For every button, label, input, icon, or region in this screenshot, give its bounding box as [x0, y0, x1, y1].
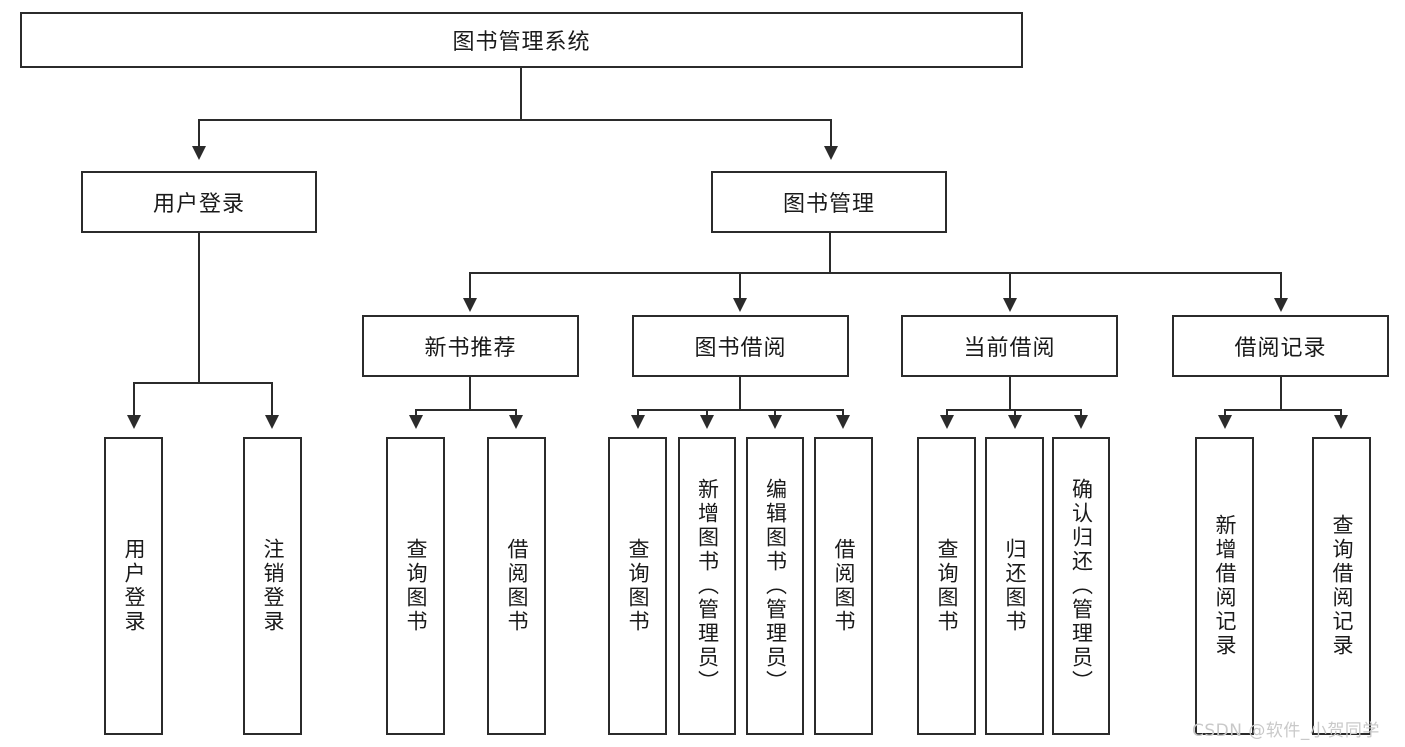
- arrowhead-leaf-confirm-return-admin: [1074, 415, 1088, 429]
- edge-to-new-book-recommend: [469, 272, 471, 300]
- node-leaf-add-book-admin[interactable]: 新增图书（管理员）: [678, 437, 736, 735]
- edge-to-book-borrow: [739, 272, 741, 300]
- edge-recommend-drop-1: [415, 409, 417, 418]
- edge-book-manage-stem: [829, 233, 831, 273]
- arrowhead-leaf-add-borrow-record: [1218, 415, 1232, 429]
- arrowhead-leaf-edit-book-admin: [768, 415, 782, 429]
- node-label: 图书管理: [782, 192, 875, 217]
- node-leaf-query-book-current[interactable]: 查询图书: [917, 437, 976, 735]
- edge-to-book-manage: [830, 119, 832, 149]
- node-label: 新增借阅记录: [1213, 514, 1237, 658]
- node-root-system[interactable]: 图书管理系统: [20, 12, 1023, 68]
- edge-borrow-stem: [739, 377, 741, 410]
- arrowhead-leaf-query-book-borrow: [631, 415, 645, 429]
- arrowhead-current-borrow: [1003, 298, 1017, 312]
- node-leaf-user-login[interactable]: 用户登录: [104, 437, 163, 735]
- edge-record-bus: [1224, 409, 1342, 411]
- node-label: 查询图书: [404, 538, 428, 634]
- edge-recommend-drop-2: [515, 409, 517, 418]
- node-leaf-add-borrow-record[interactable]: 新增借阅记录: [1195, 437, 1254, 735]
- edge-borrow-bus: [637, 409, 843, 411]
- edge-record-drop-2: [1340, 409, 1342, 418]
- arrowhead-leaf-add-book-admin: [700, 415, 714, 429]
- edge-current-stem: [1009, 377, 1011, 410]
- edge-current-drop-1: [946, 409, 948, 418]
- arrowhead-leaf-borrow-book-rec: [509, 415, 523, 429]
- arrowhead-new-book-recommend: [463, 298, 477, 312]
- node-borrow-record[interactable]: 借阅记录: [1172, 315, 1389, 377]
- arrowhead-book-manage: [824, 146, 838, 160]
- node-label: 借阅记录: [1234, 336, 1327, 361]
- edge-level2-bus: [198, 119, 832, 121]
- node-leaf-return-book[interactable]: 归还图书: [985, 437, 1044, 735]
- node-label: 当前借阅: [963, 336, 1056, 361]
- node-label: 用户登录: [152, 192, 245, 217]
- node-book-manage[interactable]: 图书管理: [711, 171, 947, 233]
- edge-borrow-drop-3: [774, 409, 776, 418]
- arrowhead-borrow-record: [1274, 298, 1288, 312]
- edge-recommend-stem: [469, 377, 471, 410]
- node-leaf-borrow-book[interactable]: 借阅图书: [814, 437, 873, 735]
- node-label: 确认归还（管理员）: [1069, 478, 1094, 694]
- edge-borrow-drop-1: [637, 409, 639, 418]
- node-leaf-confirm-return-admin[interactable]: 确认归还（管理员）: [1052, 437, 1110, 735]
- node-leaf-query-borrow-record[interactable]: 查询借阅记录: [1312, 437, 1371, 735]
- arrowhead-book-borrow: [733, 298, 747, 312]
- node-leaf-query-book-borrow[interactable]: 查询图书: [608, 437, 667, 735]
- edge-user-login-bus: [133, 382, 273, 384]
- node-leaf-borrow-book-recommend[interactable]: 借阅图书: [487, 437, 546, 735]
- node-label: 归还图书: [1003, 538, 1027, 634]
- edge-recommend-bus: [415, 409, 517, 411]
- edge-record-stem: [1280, 377, 1282, 410]
- arrowhead-leaf-query-book-current: [940, 415, 954, 429]
- node-label: 新增图书（管理员）: [695, 478, 720, 694]
- edge-user-login-drop-1: [133, 382, 135, 417]
- arrowhead-leaf-query-book-rec: [409, 415, 423, 429]
- edge-to-user-login: [198, 119, 200, 149]
- edge-current-drop-3: [1080, 409, 1082, 418]
- node-label: 查询图书: [935, 538, 959, 634]
- node-label: 图书管理系统: [452, 30, 591, 55]
- node-label: 图书借阅: [694, 336, 787, 361]
- arrowhead-leaf-user-login: [127, 415, 141, 429]
- node-label: 借阅图书: [505, 538, 529, 634]
- node-new-book-recommend[interactable]: 新书推荐: [362, 315, 579, 377]
- edge-borrow-drop-2: [706, 409, 708, 418]
- node-current-borrow[interactable]: 当前借阅: [901, 315, 1118, 377]
- edge-level3-bus: [469, 272, 1281, 274]
- node-label: 借阅图书: [832, 538, 856, 634]
- node-label: 编辑图书（管理员）: [763, 478, 788, 694]
- edge-root-stem: [520, 68, 522, 120]
- edge-user-login-drop-2: [271, 382, 273, 417]
- node-leaf-edit-book-admin[interactable]: 编辑图书（管理员）: [746, 437, 804, 735]
- node-label: 查询图书: [626, 538, 650, 634]
- arrowhead-leaf-logout-login: [265, 415, 279, 429]
- arrowhead-user-login: [192, 146, 206, 160]
- node-user-login[interactable]: 用户登录: [81, 171, 317, 233]
- node-leaf-logout-login[interactable]: 注销登录: [243, 437, 302, 735]
- node-label: 注销登录: [261, 538, 285, 634]
- node-label: 用户登录: [122, 538, 146, 634]
- arrowhead-leaf-borrow-book: [836, 415, 850, 429]
- edge-to-borrow-record: [1280, 272, 1282, 300]
- node-book-borrow[interactable]: 图书借阅: [632, 315, 849, 377]
- edge-borrow-drop-4: [842, 409, 844, 418]
- edge-user-login-stem: [198, 233, 200, 383]
- node-leaf-query-book-recommend[interactable]: 查询图书: [386, 437, 445, 735]
- node-label: 查询借阅记录: [1330, 514, 1354, 658]
- edge-current-drop-2: [1014, 409, 1016, 418]
- edge-record-drop-1: [1224, 409, 1226, 418]
- edge-to-current-borrow: [1009, 272, 1011, 300]
- node-label: 新书推荐: [424, 336, 517, 361]
- csdn-watermark: CSDN @软件_小贺同学: [1192, 721, 1380, 741]
- arrowhead-leaf-return-book: [1008, 415, 1022, 429]
- arrowhead-leaf-query-borrow-record: [1334, 415, 1348, 429]
